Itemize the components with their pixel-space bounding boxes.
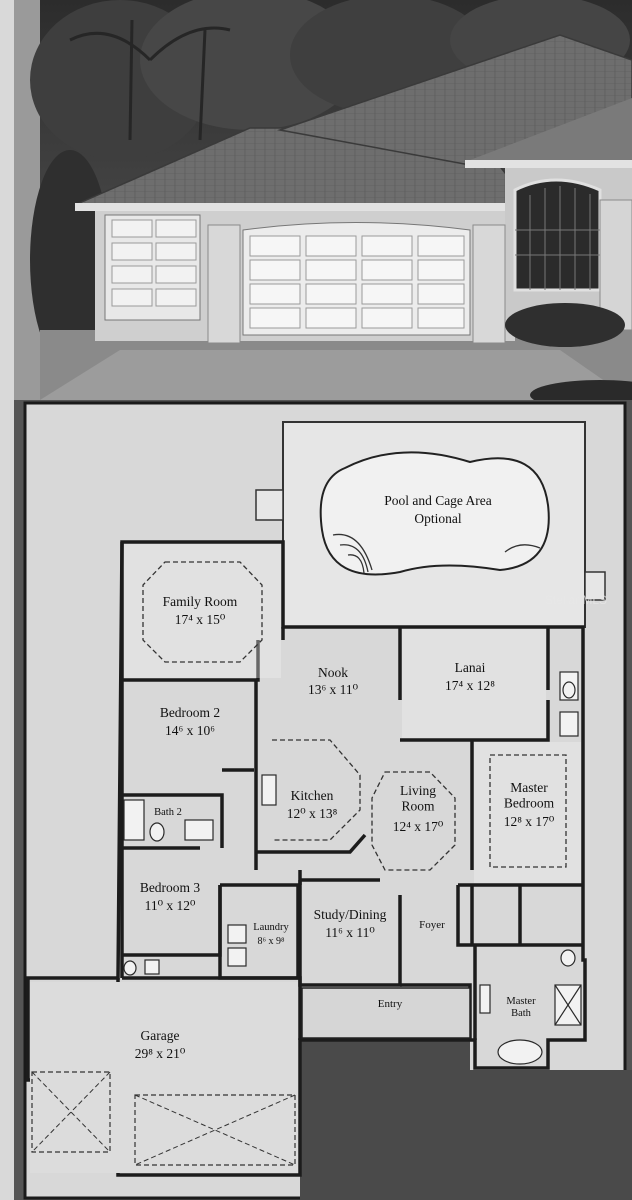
foyer-label: Foyer [419,919,445,931]
kitchen-size: 12⁰ x 13⁸ [287,806,338,821]
lanai-size: 17⁴ x 12⁸ [445,678,495,693]
family-room-label: Family Room [163,594,238,609]
study-dining-label: Study/Dining [314,907,387,922]
garage-label: Garage [141,1028,180,1043]
bath-2-label: Bath 2 [154,807,182,818]
master-bedroom-size: 12⁸ x 17⁰ [504,814,555,829]
study-dining-size: 11⁶ x 11⁰ [325,925,375,940]
pool-size: Optional [414,511,461,526]
pool-label: Pool and Cage Area [384,493,492,508]
garage [30,982,298,1173]
room-labels: Pool and Cage Area Optional Family Room … [135,493,607,1061]
bedroom-3-size: 11⁰ x 12⁰ [145,898,196,913]
bedroom-2-size: 14⁶ x 10⁶ [165,723,215,738]
kitchen-label: Kitchen [291,788,334,803]
tray-ceilings [142,561,567,871]
garage-size: 29⁸ x 21⁰ [135,1046,186,1061]
living-room-size: 12⁴ x 17⁰ [393,819,444,834]
garage-door-small [104,214,201,321]
garage-door-large [242,222,471,336]
lanai-label: Lanai [455,660,486,675]
laundry-size: 8⁶ x 9⁸ [258,936,285,947]
bedroom-3-label: Bedroom 3 [140,880,201,895]
front-window [513,178,632,331]
family-room-size: 17⁴ x 15⁰ [175,612,226,627]
entry-label: Entry [378,998,403,1010]
room-fills [124,544,581,883]
fixtures [123,671,582,1065]
bedroom-2-label: Bedroom 2 [160,705,220,720]
floor-plan [14,400,632,1200]
nook-size: 13⁶ x 11⁰ [308,682,359,697]
nook-label: Nook [318,665,348,680]
pool-cage-area [255,421,606,628]
watermark: Stellar MLS [545,593,607,607]
laundry-label: Laundry [253,922,289,933]
